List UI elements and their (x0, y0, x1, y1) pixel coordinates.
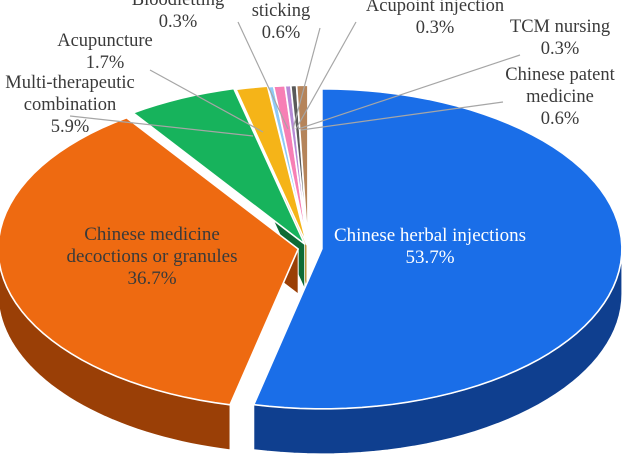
pie-slice-chinese-patent-medicine (295, 84, 309, 247)
data-label-line: 0.6% (541, 109, 580, 129)
data-label-line: sticking (252, 1, 311, 21)
pie-slice-chinese-herbal-injections (252, 88, 623, 410)
leader-line-4 (237, 21, 289, 130)
data-label-line: decoctions or granules (67, 246, 238, 267)
data-label-line: Acupuncture (57, 31, 153, 51)
leader-line-2 (69, 115, 254, 137)
data-label-line: 36.7% (127, 268, 176, 289)
data-label-line: Bloodletting (132, 0, 225, 10)
pie-slice-acupuncture (235, 85, 308, 246)
leader-line-5 (292, 27, 321, 130)
data-label-line: combination (24, 95, 116, 115)
data-label-line: 0.3% (416, 18, 455, 38)
data-label-line: 0.3% (541, 39, 580, 59)
data-label-line: Chinese patent (505, 65, 615, 85)
data-label-line: TCM nursing (510, 17, 610, 37)
data-label-line: Chinese herbal injections (334, 225, 526, 246)
data-label-line: 1.7% (86, 53, 125, 73)
data-label-bloodletting: Bloodletting 0.3% (132, 0, 225, 32)
data-label-line: 5.9% (51, 117, 90, 137)
leader-line-3 (149, 69, 264, 133)
pie-slice-chinese-medicine-decoctions-or-granules (0, 116, 299, 406)
data-label-line: 0.6% (262, 23, 301, 43)
leader-lines (69, 21, 521, 137)
leader-line-7 (297, 54, 521, 130)
data-label-line: Multi-therapeutic (5, 73, 134, 93)
data-label-line: 0.3% (159, 12, 198, 32)
data-label-acupoint-sticking: Acupointsticking0.6% (247, 0, 317, 43)
data-label-line: 53.7% (405, 247, 454, 268)
leader-line-8 (300, 101, 504, 131)
data-label-line: Acupoint injection (366, 0, 504, 16)
data-label-line: Chinese medicine (84, 224, 220, 245)
data-label-line: medicine (526, 87, 594, 107)
leader-line-6 (295, 21, 357, 130)
data-label-acupoint-injection: Acupoint injection 0.3% (366, 0, 504, 38)
